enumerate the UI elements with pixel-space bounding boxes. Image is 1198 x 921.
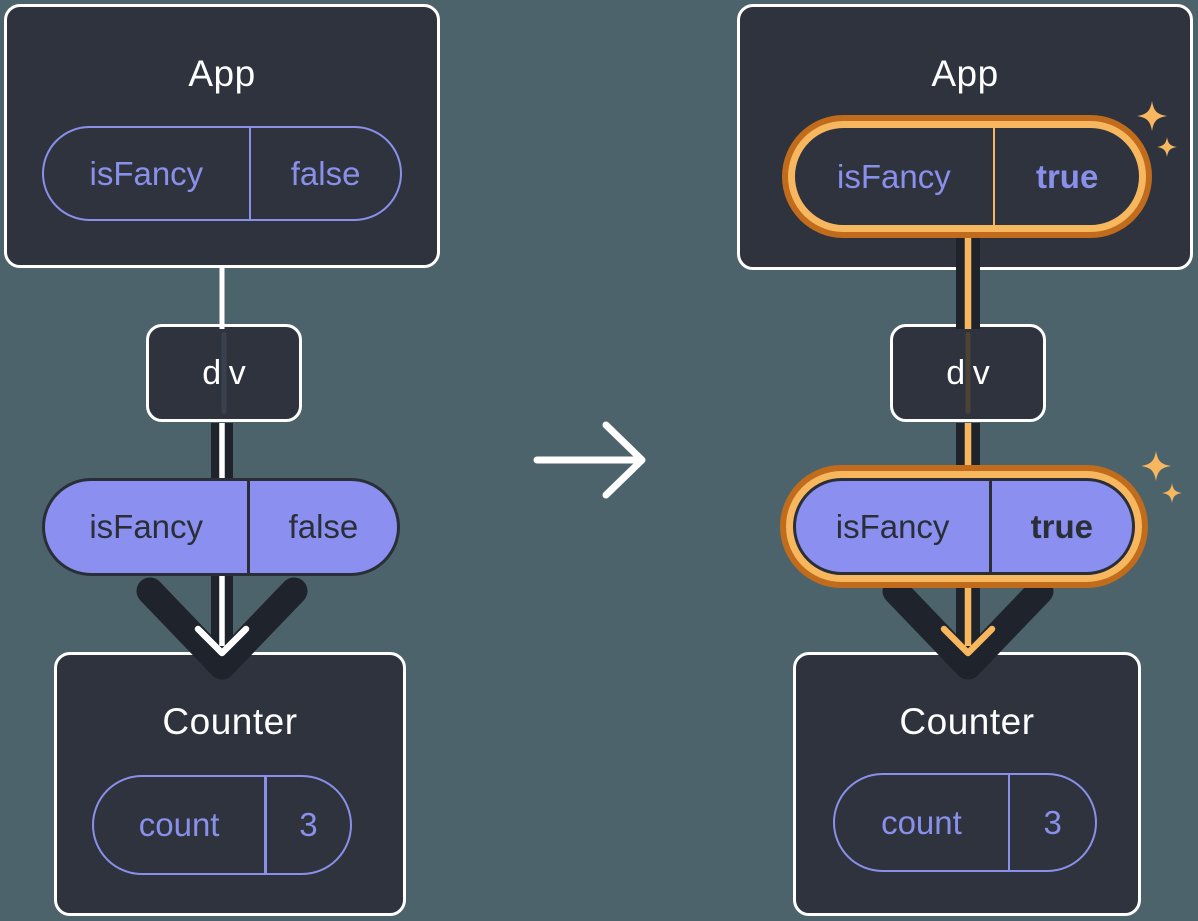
- pill-divider: [989, 481, 992, 572]
- prop-value: true: [1030, 507, 1094, 545]
- after-counter-state-pill: count 3: [833, 773, 1097, 872]
- before-app-title: App: [188, 53, 256, 94]
- before-prop-flow-core-arrowhead: [194, 625, 250, 657]
- after-app-state-pill: isFancy true: [788, 121, 1146, 232]
- prop-value: false: [290, 154, 361, 192]
- before-counter-title: Counter: [162, 701, 298, 742]
- sparkle-icon: [1141, 451, 1171, 481]
- state-value: 3: [1043, 803, 1062, 841]
- before-div-node-box: div: [146, 324, 302, 422]
- after-div-node-box: div: [890, 324, 1046, 422]
- state-name: count: [138, 806, 220, 843]
- transition-arrow-icon: [533, 421, 646, 499]
- prop-name: isFancy: [837, 157, 951, 195]
- before-passed-prop-pill: isFancy false: [42, 478, 400, 576]
- prop-name: isFancy: [89, 154, 204, 192]
- before-counter-state-pill: count 3: [92, 775, 352, 875]
- prop-name: isFancy: [835, 507, 950, 545]
- pill-divider: [264, 777, 267, 873]
- prop-pass-through-line: [221, 332, 227, 414]
- prop-value: true: [1035, 157, 1099, 195]
- after-prop-flow-core-arrowhead: [940, 625, 996, 657]
- prop-name: isFancy: [89, 508, 204, 545]
- sparkle-icon: [1162, 483, 1182, 503]
- pill-divider: [248, 128, 252, 219]
- after-counter-title: Counter: [899, 701, 1035, 742]
- before-app-state-pill: isFancy false: [42, 126, 402, 221]
- state-name: count: [881, 803, 962, 841]
- pill-divider: [992, 128, 996, 225]
- after-passed-prop-pill: isFancy true: [793, 478, 1135, 575]
- prop-value: false: [288, 508, 359, 545]
- pill-divider: [1007, 775, 1011, 870]
- pill-divider: [247, 481, 250, 573]
- state-value: 3: [299, 806, 318, 843]
- after-app-title: App: [931, 53, 999, 94]
- prop-pass-through-line: [965, 332, 971, 414]
